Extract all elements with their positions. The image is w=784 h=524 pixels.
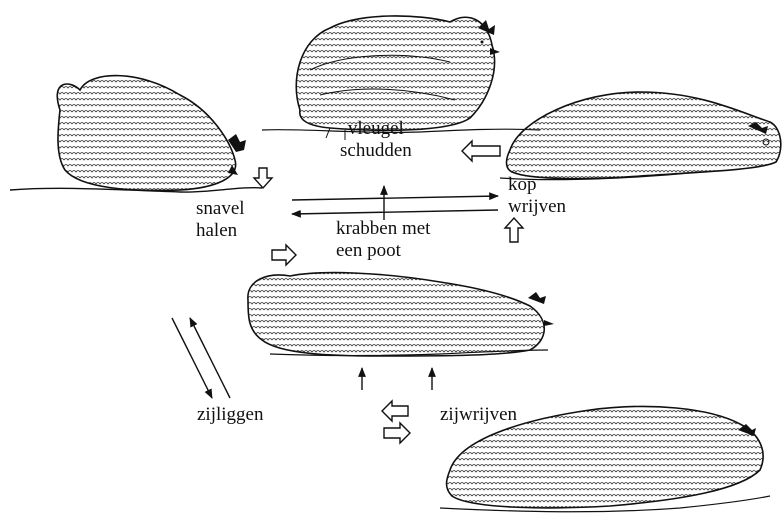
arrow-kop-to-snavel [292, 210, 498, 214]
label-snavel-halen: snavel halen [196, 198, 245, 242]
block-arrow-right-bottom [384, 423, 410, 443]
label-snavel-line2: halen [196, 220, 245, 242]
block-arrow-left-top [462, 141, 500, 161]
label-zijwrijven: zijwrijven [440, 404, 517, 426]
hen-beak-pulling-illustration [10, 76, 262, 193]
label-krabben-line2: een poot [336, 240, 430, 262]
block-arrow-down-left [254, 168, 272, 188]
label-vleugel-line1: vleugel [340, 118, 412, 140]
block-arrow-up-right [505, 218, 523, 242]
hen-head-rubbing-illustration [500, 92, 781, 180]
block-arrow-left-bottom [382, 401, 408, 421]
block-arrow-right-mid [272, 245, 296, 265]
label-vleugel-schudden: vleugel schudden [340, 118, 412, 162]
label-vleugel-line2: schudden [340, 140, 412, 162]
label-snavel-line1: snavel [196, 198, 245, 220]
hen-scratching-illustration [248, 273, 554, 356]
label-kop-line2: wrijven [508, 196, 566, 218]
label-kop-line1: kop [508, 174, 566, 196]
arrow-snavel-to-kop [292, 196, 498, 200]
label-kop-wrijven: kop wrijven [508, 174, 566, 218]
label-krabben-met-een-poot: krabben met een poot [336, 218, 430, 262]
label-zijliggen: zijliggen [197, 404, 263, 426]
arrow-scratch-to-zijliggen [172, 318, 212, 398]
arrow-zijliggen-to-scratch [190, 318, 230, 398]
label-krabben-line1: krabben met [336, 218, 430, 240]
